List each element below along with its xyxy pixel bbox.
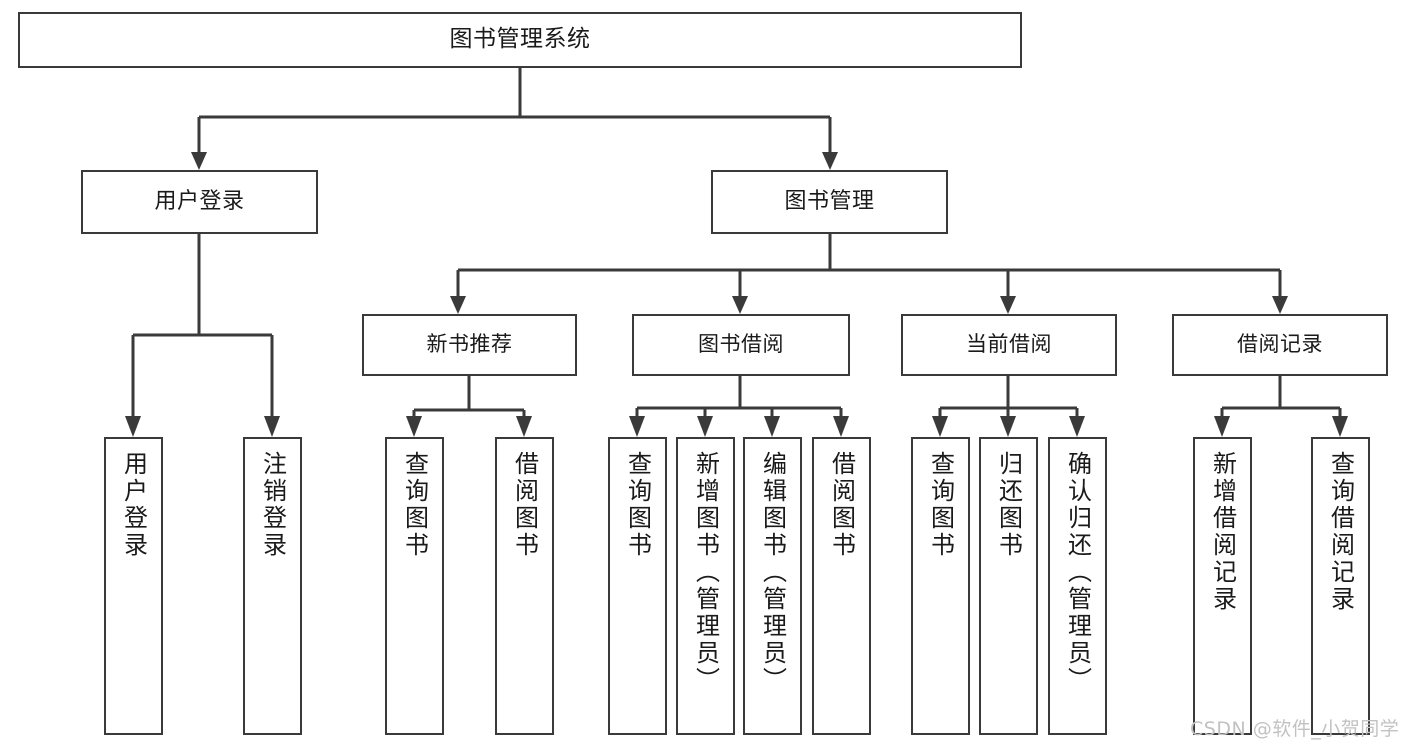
node-leaf-confirm-return[interactable]: 确认归还（管理员） <box>1048 437 1107 735</box>
node-current-borrow-label: 当前借阅 <box>966 332 1052 357</box>
node-leaf-logout-login[interactable]: 注销登录 <box>243 437 302 735</box>
node-leaf-user-login[interactable]: 用户登录 <box>104 437 163 735</box>
node-borrow-record[interactable]: 借阅记录 <box>1172 314 1388 376</box>
node-leaf-query-book-1-label: 查询图书 <box>400 451 429 559</box>
node-current-borrow[interactable]: 当前借阅 <box>901 314 1117 376</box>
node-leaf-borrow-book-2-label: 借阅图书 <box>827 451 856 559</box>
node-leaf-borrow-book-1[interactable]: 借阅图书 <box>495 437 554 735</box>
node-leaf-edit-book-label: 编辑图书（管理员） <box>758 451 787 694</box>
csdn-watermark: CSDN @软件_小贺同学 <box>1190 718 1400 740</box>
node-root-label: 图书管理系统 <box>449 26 591 53</box>
arrowheads <box>125 152 1348 437</box>
node-leaf-query-record-label: 查询借阅记录 <box>1326 451 1355 613</box>
node-leaf-query-book-2[interactable]: 查询图书 <box>608 437 667 735</box>
node-leaf-add-book[interactable]: 新增图书（管理员） <box>676 437 735 735</box>
node-root[interactable]: 图书管理系统 <box>18 12 1022 68</box>
node-leaf-query-book-3-label: 查询图书 <box>926 451 955 559</box>
node-leaf-add-record[interactable]: 新增借阅记录 <box>1193 437 1252 735</box>
node-leaf-confirm-return-label: 确认归还（管理员） <box>1063 451 1092 694</box>
node-leaf-add-book-label: 新增图书（管理员） <box>691 451 720 694</box>
node-user-login[interactable]: 用户登录 <box>81 170 318 234</box>
node-leaf-add-record-label: 新增借阅记录 <box>1208 451 1237 613</box>
node-leaf-borrow-book-2[interactable]: 借阅图书 <box>812 437 871 735</box>
node-user-login-label: 用户登录 <box>154 188 245 214</box>
node-leaf-edit-book[interactable]: 编辑图书（管理员） <box>743 437 802 735</box>
node-book-manage[interactable]: 图书管理 <box>711 170 948 234</box>
node-leaf-query-book-3[interactable]: 查询图书 <box>911 437 970 735</box>
node-leaf-return-book[interactable]: 归还图书 <box>979 437 1038 735</box>
node-leaf-user-login-label: 用户登录 <box>119 451 148 559</box>
node-leaf-query-record[interactable]: 查询借阅记录 <box>1311 437 1370 735</box>
node-leaf-query-book-1[interactable]: 查询图书 <box>385 437 444 735</box>
node-leaf-query-book-2-label: 查询图书 <box>623 451 652 559</box>
node-leaf-return-book-label: 归还图书 <box>994 451 1023 559</box>
node-borrow-record-label: 借阅记录 <box>1237 332 1323 357</box>
node-leaf-borrow-book-1-label: 借阅图书 <box>510 451 539 559</box>
node-book-borrow-label: 图书借阅 <box>698 332 784 357</box>
node-book-manage-label: 图书管理 <box>784 188 875 214</box>
node-book-borrow[interactable]: 图书借阅 <box>632 314 850 376</box>
node-new-book-recommend[interactable]: 新书推荐 <box>362 314 577 376</box>
node-leaf-logout-login-label: 注销登录 <box>258 451 287 559</box>
node-new-book-recommend-label: 新书推荐 <box>426 332 513 357</box>
